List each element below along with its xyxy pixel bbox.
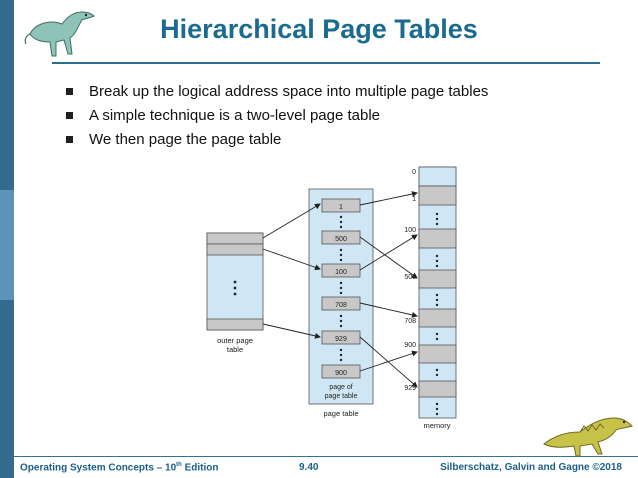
page-table-entry: 100 xyxy=(335,269,347,276)
memory-address-label: 708 xyxy=(404,318,416,325)
page-table-label: page table xyxy=(323,409,358,418)
bullet-item: We then page the page table xyxy=(66,131,488,155)
slide-title: Hierarchical Page Tables xyxy=(160,14,478,44)
memory-address-label: 929 xyxy=(404,385,416,392)
footer-book-title-suffix: Edition xyxy=(181,462,219,474)
memory-address-label: 0 xyxy=(412,169,416,176)
memory-address-label: 900 xyxy=(404,342,416,349)
bullet-square-icon xyxy=(66,112,73,119)
memory-address-label: 1 xyxy=(412,196,416,203)
bullet-item: A simple technique is a two-level page t… xyxy=(66,107,488,131)
bullet-square-icon xyxy=(66,136,73,143)
bullet-list: Break up the logical address space into … xyxy=(66,83,488,155)
bullet-text: Break up the logical address space into … xyxy=(89,83,489,100)
page-table-entry: 500 xyxy=(335,236,347,243)
bullet-square-icon xyxy=(66,88,73,95)
outer-table-pointers xyxy=(262,203,321,339)
dinosaur-bottom-right-icon xyxy=(543,417,633,457)
left-accent-bar-highlight xyxy=(0,190,14,300)
footer-book-title-text: Operating System Concepts – 10 xyxy=(20,462,177,474)
bullet-item: Break up the logical address space into … xyxy=(66,83,488,107)
footer-rule xyxy=(14,456,638,457)
page-of-page-table-label-line2: page table xyxy=(325,393,358,400)
page-table-page-bottom xyxy=(321,330,361,379)
memory-column xyxy=(418,166,457,419)
page-table-entry: 900 xyxy=(335,370,347,377)
footer-copyright: Silberschatz, Galvin and Gagne ©2018 xyxy=(440,462,622,473)
footer-page-number: 9.40 xyxy=(299,462,319,473)
dinosaur-top-left-icon xyxy=(24,11,95,57)
memory-address-label: 100 xyxy=(404,227,416,234)
page-table-entry: 708 xyxy=(335,302,347,309)
outer-page-table-label-line1: outer page xyxy=(217,336,253,345)
footer-book-title: Operating System Concepts – 10th Edition xyxy=(20,462,219,473)
page-table-entry: 1 xyxy=(339,204,343,211)
memory-address-label: 500 xyxy=(404,274,416,281)
page-table-entry: 929 xyxy=(335,336,347,343)
page-of-page-table-label-line1: page of xyxy=(329,384,352,391)
bullet-text: A simple technique is a two-level page t… xyxy=(89,107,381,124)
outer-page-table-label-line2: table xyxy=(227,345,243,354)
bullet-text: We then page the page table xyxy=(89,131,282,148)
title-underline xyxy=(52,62,600,64)
page-table-pointers xyxy=(359,191,418,388)
page-table-page-middle xyxy=(321,263,361,328)
left-accent-bar xyxy=(0,0,14,478)
memory-label: memory xyxy=(423,421,450,430)
outer-page-table xyxy=(206,232,264,331)
footer-book-title-sup: th xyxy=(176,462,182,468)
